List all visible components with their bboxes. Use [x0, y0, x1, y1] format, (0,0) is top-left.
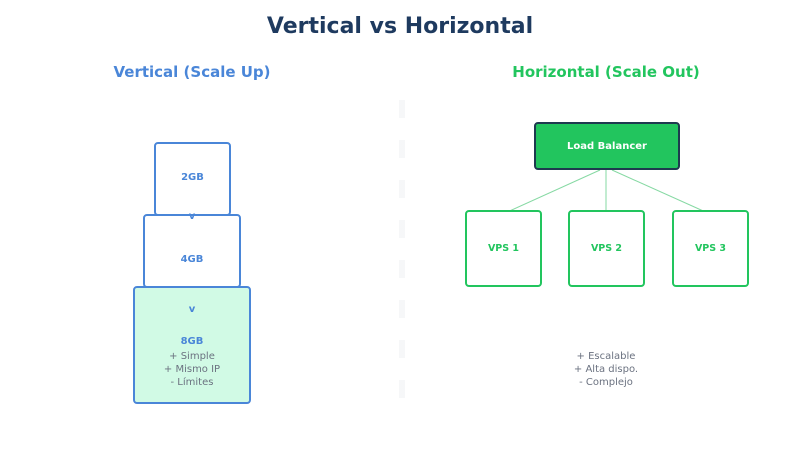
connector-vps-3: [611, 169, 711, 215]
scale-up-arrow-1: v: [188, 211, 196, 222]
vps-node-2: VPS 2: [568, 210, 645, 287]
horizontal-note-1: + Escalable: [576, 351, 636, 362]
vps-node-label: VPS 3: [694, 243, 727, 254]
vps-node-label: VPS 1: [487, 243, 520, 254]
vertical-note-2: + Mismo IP: [163, 364, 221, 375]
vps-node-1: VPS 1: [465, 210, 542, 287]
server-tier-4gb: [143, 214, 241, 288]
tier-label-8gb: 8GB: [180, 336, 204, 347]
scale-up-arrow-2: v: [188, 304, 196, 315]
horizontal-heading: Horizontal (Scale Out): [512, 63, 700, 81]
vertical-note-1: + Simple: [169, 351, 215, 362]
tier-label-2gb: 2GB: [181, 172, 204, 183]
connector-vps-1: [502, 169, 601, 215]
load-balancer-label: Load Balancer: [567, 140, 647, 152]
vertical-heading: Vertical (Scale Up): [113, 63, 271, 81]
vertical-notes: + Simple + Mismo IP - Límites: [133, 350, 251, 389]
horizontal-notes: + Escalable + Alta dispo. - Complejo: [546, 350, 666, 389]
horizontal-note-3: - Complejo: [579, 377, 633, 388]
tier-label-4gb: 4GB: [180, 254, 204, 265]
vps-node-3: VPS 3: [672, 210, 749, 287]
server-tier-2gb: [154, 142, 231, 216]
horizontal-note-2: + Alta dispo.: [573, 364, 639, 375]
section-divider: [399, 100, 405, 400]
load-balancer: Load Balancer: [534, 122, 680, 170]
page-title: Vertical vs Horizontal: [266, 14, 534, 39]
vps-node-label: VPS 2: [590, 243, 623, 254]
vertical-note-3: - Límites: [170, 377, 214, 388]
